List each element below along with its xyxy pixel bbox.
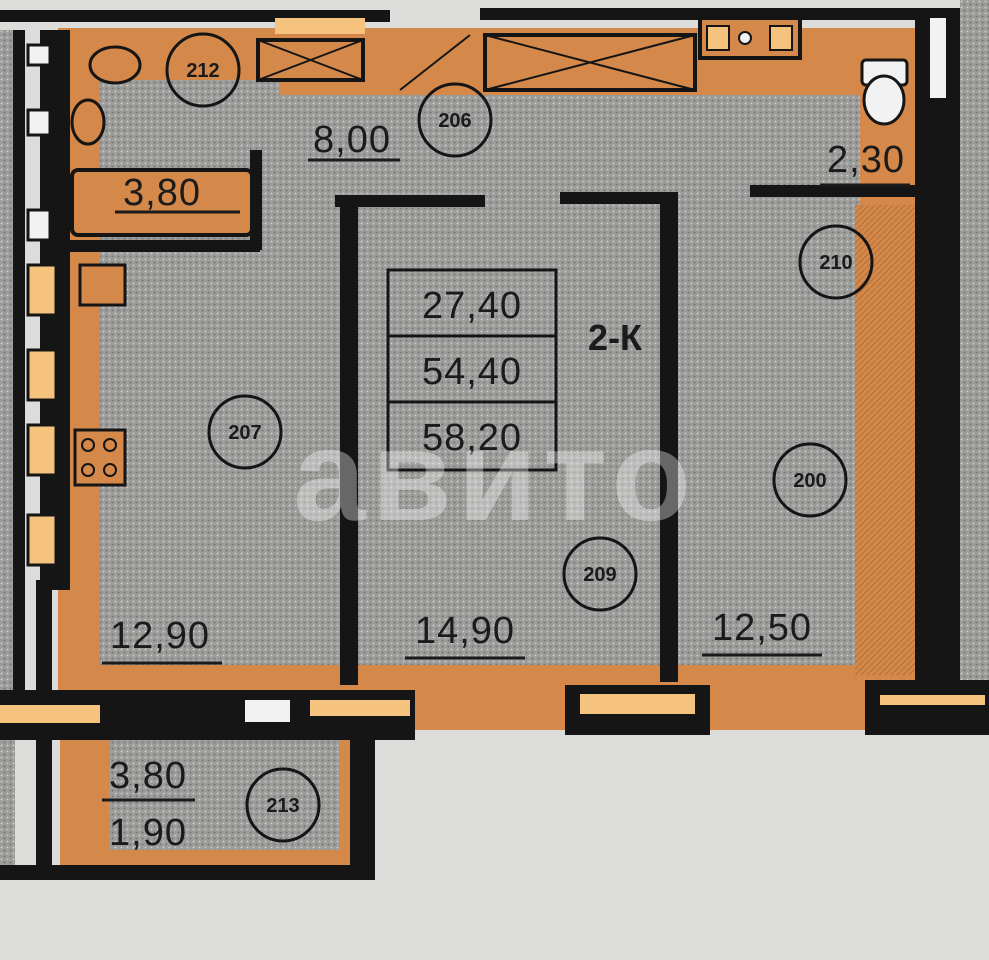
summary-table: 27,40 54,40 58,20 xyxy=(386,268,558,472)
svg-text:200: 200 xyxy=(793,470,826,492)
svg-text:209: 209 xyxy=(583,564,616,586)
floor-balcony xyxy=(110,740,340,850)
watermark-logo: авито xyxy=(293,402,697,548)
room-marker-209: 209 xyxy=(562,536,638,612)
area-room-200: 12,50 xyxy=(712,607,812,649)
walls xyxy=(0,8,989,880)
floor-right-neighbor xyxy=(960,0,989,690)
room-marker-212: 212 xyxy=(165,32,241,108)
area-balcony-213: 3,80 xyxy=(109,755,187,797)
svg-text:207: 207 xyxy=(228,422,261,444)
area-balcony-213-reduced: 1,90 xyxy=(109,812,187,854)
area-room-209: 14,90 xyxy=(415,610,515,652)
area-room-212: 3,80 xyxy=(123,172,201,214)
svg-text:206: 206 xyxy=(438,110,471,132)
room-marker-206: 206 xyxy=(417,82,493,158)
floor-room-200-strip xyxy=(770,200,860,660)
area-room-207: 12,90 xyxy=(110,615,210,657)
area-room-210: 2,30 xyxy=(827,139,905,181)
total-area-with-balcony: 58,20 xyxy=(422,417,522,459)
area-room-206: 8,00 xyxy=(313,119,391,161)
ventilation-shafts xyxy=(256,33,697,92)
room-marker-207: 207 xyxy=(207,394,283,470)
bathroom-fixtures xyxy=(70,16,909,237)
svg-text:213: 213 xyxy=(266,795,299,817)
room-markers: 207 209 200 206 212 210 213 xyxy=(165,32,874,843)
svg-text:210: 210 xyxy=(819,252,852,274)
total-area: 54,40 xyxy=(422,351,522,393)
room-marker-213: 213 xyxy=(245,767,321,843)
kitchen-riser-column xyxy=(26,43,127,567)
wet-zone-right xyxy=(855,205,920,675)
room-marker-200: 200 xyxy=(772,442,848,518)
windows xyxy=(0,18,985,723)
area-underlines xyxy=(102,158,910,802)
total-living-area: 27,40 xyxy=(422,285,522,327)
room-areas: 12,90 14,90 12,50 8,00 3,80 2,30 3,80 1,… xyxy=(109,119,905,854)
svg-text:212: 212 xyxy=(186,60,219,82)
apartment-type-label: 2-К xyxy=(588,317,643,358)
floor-left-neighbor xyxy=(0,30,15,880)
room-marker-210: 210 xyxy=(798,224,874,300)
